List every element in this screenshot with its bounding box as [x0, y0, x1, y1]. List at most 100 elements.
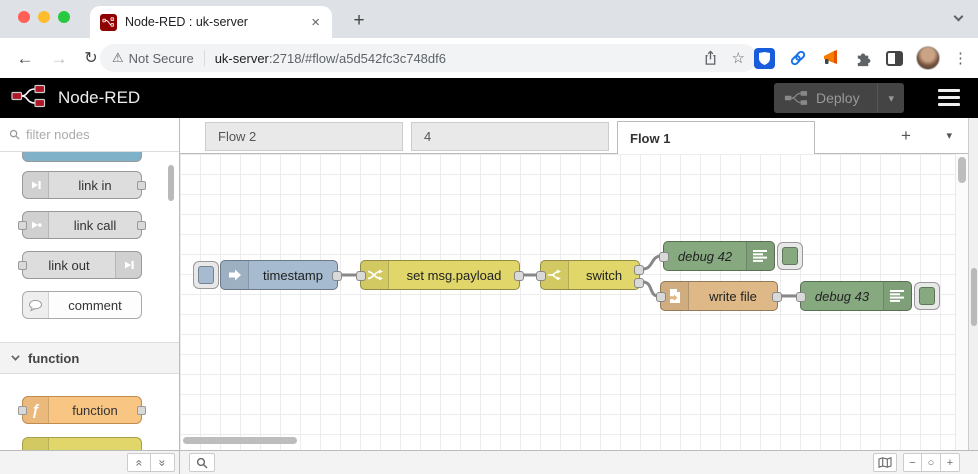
node-label: debug 43: [814, 288, 870, 304]
close-window-button[interactable]: [18, 11, 30, 23]
flow-tabbar: Flow 2 4 Flow 1 + ▾: [180, 118, 968, 154]
palette-node-label: link in: [78, 177, 112, 193]
link-extension-icon[interactable]: [788, 48, 808, 68]
palette-node-link-call[interactable]: link call: [18, 211, 146, 239]
palette-section-function[interactable]: function: [0, 342, 179, 374]
inject-trigger-button[interactable]: [193, 261, 219, 289]
collapse-all-button[interactable]: «: [127, 453, 151, 472]
navigator-map-button[interactable]: [873, 453, 897, 472]
change-node[interactable]: set msg.payload: [356, 260, 524, 290]
debug-list-icon: [883, 282, 911, 310]
output-port-1[interactable]: [634, 265, 644, 275]
palette-node-partial-top[interactable]: [22, 152, 142, 162]
output-port: [137, 181, 146, 190]
side-panel-icon[interactable]: [886, 50, 903, 66]
output-port[interactable]: [514, 271, 524, 281]
output-port-2[interactable]: [634, 278, 644, 288]
zoom-controls: − ○ +: [873, 453, 960, 472]
sidebar-splitter[interactable]: [968, 118, 978, 450]
fullscreen-window-button[interactable]: [58, 11, 70, 23]
file-icon: [661, 282, 689, 310]
palette-node-link-in[interactable]: link in: [22, 171, 146, 199]
section-collapse-chevron-icon: [11, 352, 20, 361]
address-bar[interactable]: ⚠ Not Secure uk-server :2718/#flow/a5d54…: [100, 44, 757, 72]
tab-close-icon[interactable]: ×: [311, 13, 320, 31]
flow-tab-label: 4: [424, 129, 432, 144]
nodered-logo-icon: [10, 82, 52, 115]
deploy-options-chevron-icon[interactable]: ▾: [877, 83, 904, 113]
map-icon: [878, 457, 892, 468]
not-secure-warning-icon[interactable]: ⚠: [112, 50, 124, 65]
nodered-header: Node-RED Deploy ▾: [0, 78, 978, 118]
share-icon[interactable]: [703, 50, 718, 66]
palette-filter: [0, 118, 179, 152]
canvas-horizontal-scrollbar[interactable]: [183, 437, 297, 444]
palette-node-function[interactable]: ƒ function: [18, 396, 146, 424]
write-file-node[interactable]: write file: [656, 281, 782, 311]
node-label: set msg.payload: [406, 267, 502, 283]
tab-search-chevron-icon[interactable]: [953, 11, 964, 22]
minimize-window-button[interactable]: [38, 11, 50, 23]
input-port[interactable]: [796, 292, 806, 302]
zoom-reset-button[interactable]: ○: [922, 453, 941, 472]
flow-tab-flow1[interactable]: Flow 1: [617, 121, 815, 154]
palette-node-comment[interactable]: comment: [22, 291, 142, 319]
megaphone-extension-icon[interactable]: [821, 48, 841, 68]
flow-tab-4[interactable]: 4: [411, 122, 609, 151]
debug-42-toggle-button[interactable]: [777, 242, 803, 270]
nodered-body: link in link call link out: [0, 118, 978, 450]
debug-node-43[interactable]: debug 43: [796, 281, 912, 311]
inject-node[interactable]: timestamp: [220, 260, 342, 290]
bookmark-star-icon[interactable]: ☆: [731, 50, 745, 67]
browser-menu-icon[interactable]: ⋮: [953, 50, 968, 67]
new-tab-button[interactable]: +: [353, 10, 365, 31]
link-call-icon: [23, 212, 49, 238]
palette-scrollbar-thumb[interactable]: [168, 165, 174, 201]
url-divider: [203, 50, 205, 66]
input-port[interactable]: [659, 252, 669, 262]
input-port[interactable]: [536, 271, 546, 281]
browser-tab[interactable]: Node-RED : uk-server ×: [90, 6, 332, 38]
deploy-icon: [784, 89, 808, 107]
section-label: function: [28, 350, 80, 366]
reload-button[interactable]: ↻: [84, 50, 98, 67]
debug-43-toggle-button[interactable]: [914, 282, 940, 310]
flow-list-chevron-icon[interactable]: ▾: [946, 130, 952, 142]
output-port[interactable]: [772, 292, 782, 302]
url-host: uk-server: [214, 50, 269, 66]
palette-node-partial-bottom[interactable]: [22, 437, 142, 450]
node-label: switch: [585, 267, 623, 283]
switch-node[interactable]: switch: [536, 260, 644, 290]
footer: « » − ○ +: [0, 450, 978, 474]
profile-avatar[interactable]: [916, 46, 940, 70]
forward-button[interactable]: →: [50, 49, 68, 68]
search-flows-button[interactable]: [189, 453, 215, 472]
output-port: [137, 406, 146, 415]
zoom-in-button[interactable]: +: [941, 453, 960, 472]
bitwarden-extension-icon[interactable]: [754, 47, 775, 69]
flow-tab-flow2[interactable]: Flow 2: [205, 122, 403, 151]
palette-node-label: function: [72, 402, 118, 418]
palette-collapse-controls: « »: [127, 453, 175, 472]
deploy-button[interactable]: Deploy ▾: [774, 83, 904, 113]
expand-all-button[interactable]: »: [151, 453, 175, 472]
input-port[interactable]: [356, 271, 366, 281]
extensions-puzzle-icon[interactable]: [854, 49, 873, 68]
input-port: [18, 261, 27, 270]
back-button[interactable]: ←: [16, 49, 34, 68]
input-port[interactable]: [656, 292, 666, 302]
palette-node-link-out[interactable]: link out: [18, 251, 142, 279]
filter-nodes-input[interactable]: [26, 127, 156, 142]
canvas-vertical-scrollbar[interactable]: [955, 154, 968, 450]
flow-canvas[interactable]: timestamp set msg.payload: [180, 154, 956, 450]
palette-footer: « »: [0, 451, 180, 474]
palette-node-label: link out: [48, 257, 90, 273]
zoom-out-button[interactable]: −: [903, 453, 922, 472]
output-port[interactable]: [332, 271, 342, 281]
input-port: [18, 406, 27, 415]
flow-tab-label: Flow 2: [218, 129, 257, 144]
main-menu-button[interactable]: [938, 89, 960, 106]
debug-node-42[interactable]: debug 42: [659, 241, 775, 271]
add-flow-button[interactable]: +: [901, 126, 911, 145]
palette-sidebar: link in link call link out: [0, 118, 180, 450]
